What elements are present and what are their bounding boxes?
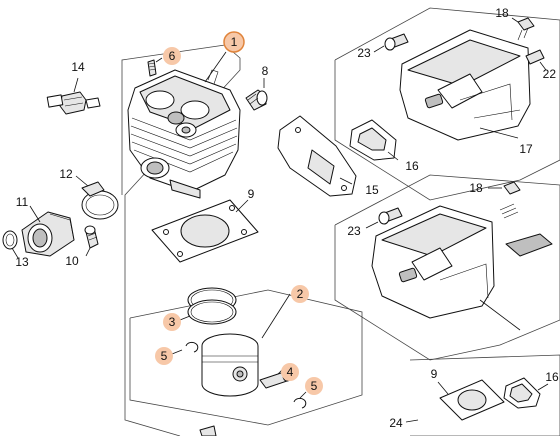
circlip-part-b [293,391,307,409]
circlip-part-a [171,341,199,355]
callout-badge-4[interactable] [281,363,299,381]
callout-badge-3[interactable] [163,313,181,331]
muffler-group-box-bottom [334,174,560,361]
callout-label-1: 1 [231,35,238,49]
callout-badge-6[interactable] [163,47,181,65]
o-ring-part [2,230,19,259]
spark-deflector-part [505,233,553,257]
callout-label-12: 12 [59,167,73,181]
hose-clamp-part [75,175,119,220]
nut-part-a [511,17,535,41]
spring-clip-part [499,203,519,219]
callout-label-14: 14 [71,60,85,74]
callout-label-16a: 16 [405,159,419,173]
cylinder-gasket-part [151,199,259,263]
callout-label-18a: 18 [495,6,509,20]
muffler-group-box-top [334,7,560,201]
callout-label-4: 4 [287,365,294,379]
bolt-part-23a [373,33,409,53]
piston-group-box [129,289,363,426]
callout-label-24: 24 [389,416,403,430]
intake-flange-part [21,205,75,257]
muffler-lower-part [371,205,521,331]
callout-label-2: 2 [297,287,304,301]
callout-badge-5a[interactable] [155,347,173,365]
callout-badge-5b[interactable] [305,377,323,395]
callout-label-16b: 16 [545,370,559,384]
exhaust-gasket-part [349,119,399,161]
callout-label-10: 10 [65,254,79,268]
callout-label-3: 3 [169,315,176,329]
decompression-valve-part [245,78,268,111]
callout-label-13: 13 [15,255,29,269]
exhaust-gasket-part-b [503,377,549,409]
callout-label-17: 17 [519,142,533,156]
nut-part-b [488,181,521,195]
callout-label-6: 6 [169,49,176,63]
callout-badge-1[interactable] [224,32,244,52]
lower-part-24 [199,419,419,436]
cylinder-gasket-part-b [437,379,505,421]
heat-shield-part [277,115,357,197]
stud-bolt-part [147,57,163,77]
callout-label-8: 8 [262,64,269,78]
spark-plug-part [46,77,101,115]
screw-part-22 [525,49,547,71]
muffler-upper-part [399,29,531,141]
callout-label-15: 15 [365,183,379,197]
callout-label-22: 22 [543,67,557,81]
callout-label-23b: 23 [347,224,361,238]
callout-badge-2[interactable] [291,285,309,303]
piston-part [201,293,291,397]
piston-rings-part [179,287,237,325]
cylinder-part [127,51,241,199]
lower-right-group-box [409,354,560,436]
callout-label-18b: 18 [469,181,483,195]
callout-label-23a: 23 [357,46,371,60]
bolt-part-23b [365,207,403,229]
callout-label-5a: 5 [161,349,168,363]
screw-part-10 [84,225,99,257]
callout-label-5b: 5 [311,379,318,393]
callout-label-11: 11 [16,195,29,209]
callout-label-9a: 9 [248,187,255,201]
callout-label-9b: 9 [431,367,438,381]
